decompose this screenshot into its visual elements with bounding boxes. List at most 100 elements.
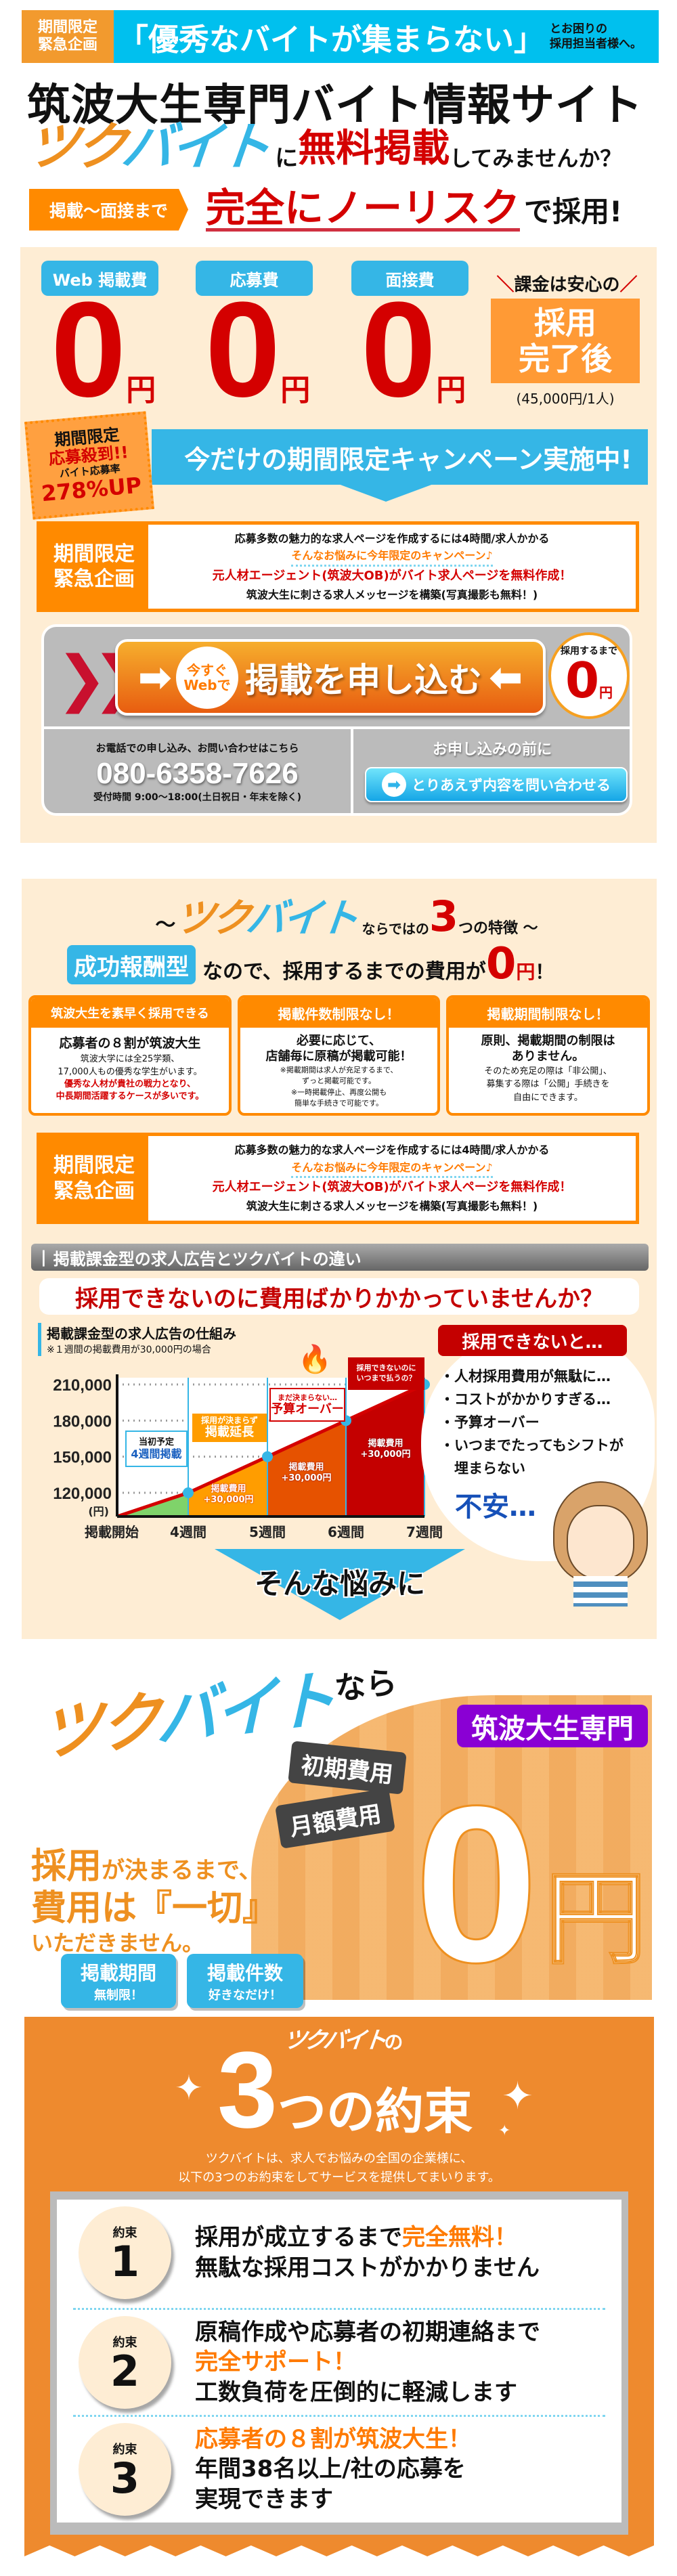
free-seal-zero: 0: [565, 652, 600, 709]
fee-unit: 円: [126, 373, 156, 408]
hero-copy-text: が決まるまで、: [102, 1857, 262, 1884]
hero-zero: 0: [414, 1759, 540, 2009]
feature-card-note: ずっと掲載可能です。: [302, 1076, 376, 1086]
fee-zero: 0: [361, 274, 437, 425]
emergency-lines: 応募多数の魅力的な求人ページを作成するには4時間/求人かかる そんなお悩みに今年…: [148, 525, 636, 609]
promise-line: 無駄な採用コストがかかりません: [195, 2254, 540, 2282]
y-tick-label: 180,000: [53, 1412, 112, 1431]
hero-pill-title: 掲載件数: [206, 1962, 283, 1984]
callout-forever: 採用できないのにいつまで払うの？: [348, 1357, 424, 1390]
fee-label-text: Web 掲載費: [52, 270, 148, 290]
feature-card: 筑波大生を素早く採用できる 応募者の８割が筑波大生 筑波大学には全25学類、 1…: [28, 995, 232, 1116]
inquiry-button-label: とりあえず内容を問い合わせる: [412, 777, 611, 793]
phone-number[interactable]: 080-6358-7626: [96, 757, 299, 791]
page-title: 筑波大生専門バイト情報サイト: [27, 81, 643, 131]
emergency-badge: 期間限定緊急企画: [40, 1136, 148, 1221]
features-subhead-zero: 0: [485, 939, 517, 990]
apply-button-label: 掲載を申し込む: [245, 660, 482, 700]
feature-card-text: そのため充足の際は「非公開」、: [484, 1066, 612, 1076]
risk-label: 掲載～面接まで: [29, 188, 188, 231]
feature-card-text: 17,000人もの優秀な学生がいます。: [58, 1066, 202, 1077]
emergency-line: 筑波大生に刺さる求人メッセージを構築(写真撮影も無料！): [246, 1200, 538, 1213]
hero-pill-sub: 好きなだけ！: [209, 1988, 282, 2003]
fee-tag-amount: +30,000円: [360, 1449, 411, 1460]
emergency-box: 期間限定緊急企画 応募多数の魅力的な求人ページを作成するには4時間/求人かかる …: [37, 521, 639, 612]
area-segment: [267, 1420, 346, 1516]
x-tick-label: 5週間: [249, 1524, 286, 1540]
fee-unit: 円: [436, 373, 466, 408]
feature-card-accent: 中長期間活躍するケースが多いです。: [56, 1091, 204, 1101]
feature-card-note: 簡単な手続きで可能です。: [294, 1099, 383, 1108]
hero-copy-em: 『一切』: [137, 1888, 278, 1929]
promise-line: 年間38名以上/社の応募を: [195, 2455, 466, 2483]
sticker-line: 278%UP: [40, 472, 143, 507]
sparkle-icon: ＼: [496, 275, 515, 295]
emergency-badge-line: 期間限定: [53, 542, 135, 566]
fire-icon: 🔥: [298, 1344, 332, 1375]
emergency-line: 応募多数の魅力的な求人ページを作成するには4時間/求人かかる: [234, 531, 550, 545]
promise-badge-label: 約束: [112, 2335, 137, 2350]
promises-heading: 3 つの約束: [217, 2036, 473, 2144]
callout-line: 当初予定: [138, 1437, 174, 1447]
feature-card: 掲載期間制限なし！ 原則、掲載期間の制限は ありません。 そのため充足の際は「非…: [446, 995, 650, 1116]
hero-pill: 掲載期間無制限！: [61, 1954, 176, 2008]
hero-copy-em: 採用: [31, 1846, 102, 1887]
fee-unit: 円: [280, 373, 311, 408]
comparison-header-text: 掲載課金型の求人広告とツクバイトの違い: [53, 1249, 362, 1269]
features-heading-post: つの特徴 ～: [458, 920, 538, 937]
promise-text: 応募者の８割が筑波大生！年間38名以上/社の応募を実現できます: [195, 2424, 471, 2514]
tagline-free: 無料掲載: [298, 127, 450, 171]
cta-divider: [44, 726, 630, 729]
hero-yen: 円: [544, 1860, 647, 1978]
promise-badge-number: 3: [110, 2453, 140, 2503]
feature-card-head: 原則、掲載期間の制限は: [481, 1034, 615, 1048]
emergency-badge-line: 期間限定: [53, 1154, 135, 1177]
success-fee-badge: 成功報酬型: [67, 945, 196, 984]
apply-web-badge-line: 今すぐ: [187, 661, 227, 678]
fee-label-web: Web 掲載費: [41, 261, 158, 296]
worries-list: ・人材採用費用が無駄に… ・コストがかかりすぎる… ・予算オーバー ・いつまでた…: [440, 1365, 624, 1480]
fee-label-application: 応募費: [196, 261, 313, 296]
area-segment: [188, 1456, 267, 1516]
callout-line: 採用が決まらず: [201, 1415, 258, 1425]
features-subhead-end: ！: [535, 961, 554, 983]
emergency-line: 応募多数の魅力的な求人ページを作成するには4時間/求人かかる: [234, 1143, 550, 1157]
y-tick-label: 120,000: [53, 1485, 112, 1503]
feature-card-head: 店舗毎に原稿が掲載可能！: [265, 1049, 412, 1064]
risk-line: 掲載～面接まで 完全にノーリスク で採用!: [29, 187, 652, 232]
hero-copy: 採用が決まるまで、 費用は『一切』 いただきません。: [31, 1846, 278, 1956]
feature-card-body: 原則、掲載期間の制限は ありません。 そのため充足の際は「非公開」、 募集する際…: [449, 1028, 647, 1110]
promises-number: 3: [217, 2029, 278, 2150]
arrow-left-icon: ⬅: [489, 653, 523, 701]
hero-pill-sub: 無制限！: [94, 1988, 143, 2003]
headline-sub: とお困りの 採用担当者様へ。: [550, 22, 642, 51]
transition-arrow: [215, 1549, 465, 1620]
features-subhead-text: なので、採用するまでの費用が: [202, 960, 486, 984]
area-segment: [346, 1384, 424, 1516]
data-point: [183, 1487, 194, 1498]
tsukubaito-logo: ツクバイト: [24, 116, 271, 177]
inquiry-button[interactable]: ➡ とりあえず内容を問い合わせる: [365, 767, 628, 802]
logo-part-tsuku: ツク: [40, 1684, 157, 1771]
promises-intro-line: 以下の3つのお約束をしてサービスを提供してまいります。: [178, 2170, 500, 2185]
callout-line: まだ決まらない…: [278, 1393, 337, 1402]
promise-text: 採用が成立するまで完全無料！無駄な採用コストがかかりません: [195, 2223, 540, 2282]
y-axis-unit: (円): [88, 1505, 109, 1518]
billing-price: (45,000円/1人): [516, 391, 615, 407]
features-subhead-unit: 円: [516, 961, 536, 983]
feature-card-note: ※掲載期間は求人が充足するまで、: [280, 1065, 398, 1074]
y-tick-label: 150,000: [53, 1449, 112, 1467]
tsukubaito-logo: ツクバイト: [173, 895, 359, 941]
campaign-arrow: [338, 484, 433, 502]
